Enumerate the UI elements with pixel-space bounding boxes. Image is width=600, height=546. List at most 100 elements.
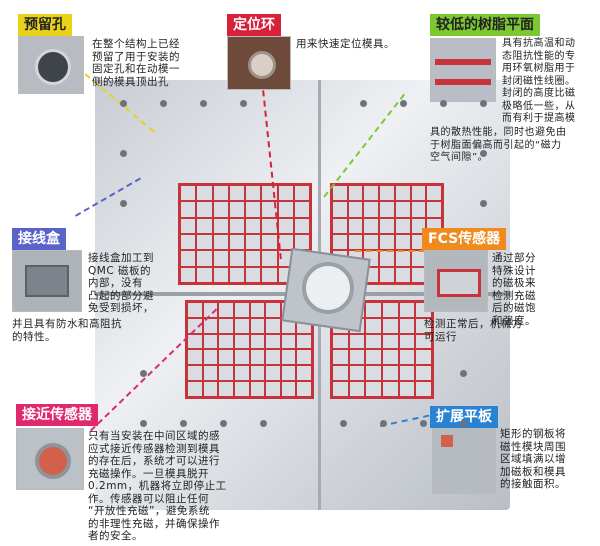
mounting-hole xyxy=(180,420,187,427)
pole-grid-bottom-left xyxy=(185,300,314,399)
mounting-hole xyxy=(360,100,367,107)
magnetic-pole xyxy=(379,185,395,202)
magnetic-pole xyxy=(249,302,266,318)
low-resin-title: 较低的树脂平面 xyxy=(430,14,540,36)
magnetic-pole xyxy=(277,185,294,202)
mounting-hole xyxy=(140,370,147,377)
magnetic-pole xyxy=(332,381,349,397)
magnetic-pole xyxy=(196,234,213,251)
magnetic-pole xyxy=(381,333,399,350)
magnetic-pole xyxy=(249,317,266,334)
magnetic-pole xyxy=(245,185,262,202)
magnetic-pole xyxy=(196,266,213,283)
magnetic-pole xyxy=(347,185,364,202)
magnetic-pole xyxy=(398,365,416,382)
magnetic-pole xyxy=(363,234,380,251)
magnetic-pole xyxy=(228,185,245,202)
resin-groove-icon xyxy=(435,59,491,65)
magnetic-pole xyxy=(228,217,245,234)
magnetic-pole xyxy=(218,302,234,318)
mounting-hole xyxy=(400,100,407,107)
magnetic-pole xyxy=(398,302,416,318)
ring-icon xyxy=(248,51,276,79)
proximity-sensor-title: 接近传感器 xyxy=(16,404,98,426)
magnetic-pole xyxy=(202,381,219,397)
magnetic-pole xyxy=(415,381,432,397)
magnetic-pole xyxy=(180,250,197,267)
magnetic-pole xyxy=(228,201,245,218)
magnetic-pole xyxy=(196,185,213,202)
magnetic-pole xyxy=(347,201,364,218)
extension-plate-icon xyxy=(441,435,453,447)
magnetic-pole xyxy=(180,266,197,283)
magnetic-pole xyxy=(218,381,234,397)
mounting-hole xyxy=(260,420,267,427)
magnetic-pole xyxy=(187,333,203,350)
magnetic-pole xyxy=(415,365,432,382)
magnetic-pole xyxy=(381,349,399,366)
magnetic-pole xyxy=(332,234,348,251)
junction-box-icon xyxy=(25,265,69,297)
magnetic-pole xyxy=(394,250,411,267)
preset-hole-title: 预留孔 xyxy=(18,14,72,36)
magnetic-pole xyxy=(249,381,266,397)
magnetic-pole xyxy=(415,317,432,334)
fcs-sensor-text-wide: 检测正常后，机械方可运行 xyxy=(424,318,523,343)
magnetic-pole xyxy=(265,381,281,397)
magnetic-pole xyxy=(187,302,203,318)
magnetic-pole xyxy=(381,302,399,318)
mounting-hole xyxy=(160,100,167,107)
magnetic-pole xyxy=(379,201,395,218)
magnetic-pole xyxy=(426,201,442,218)
proximity-sensor-text: 只有当安装在中间区域的感应式接近传感器检测到模具的存在后，系统才可以进行充磁操作… xyxy=(88,430,227,542)
magnetic-pole xyxy=(365,317,382,334)
magnetic-pole xyxy=(245,266,262,283)
magnetic-pole xyxy=(228,234,245,251)
magnetic-pole xyxy=(280,381,297,397)
mounting-hole xyxy=(440,100,447,107)
locating-ring-image xyxy=(227,36,291,90)
magnetic-pole xyxy=(365,365,382,382)
magnetic-pole xyxy=(196,217,213,234)
fcs-sensor-title: FCS传感器 xyxy=(422,228,507,250)
magnetic-pole xyxy=(212,250,229,267)
magnetic-pole xyxy=(347,234,364,251)
connector-fcs-sensor xyxy=(355,250,425,252)
magnetic-pole xyxy=(398,349,416,366)
magnetic-pole xyxy=(245,201,262,218)
magnetic-pole xyxy=(261,201,278,218)
mounting-hole xyxy=(120,150,127,157)
magnetic-pole xyxy=(347,217,364,234)
magnetic-pole xyxy=(187,317,203,334)
junction-box-image xyxy=(12,250,82,312)
magnetic-pole xyxy=(410,185,427,202)
magnetic-pole xyxy=(293,185,310,202)
magnetic-pole xyxy=(332,217,348,234)
mounting-hole xyxy=(120,100,127,107)
magnetic-pole xyxy=(233,349,250,366)
magnetic-pole xyxy=(332,349,349,366)
magnetic-pole xyxy=(212,266,229,283)
magnetic-pole xyxy=(398,381,416,397)
magnetic-pole xyxy=(379,234,395,251)
magnetic-pole xyxy=(398,317,416,334)
magnetic-pole xyxy=(261,234,278,251)
magnetic-pole xyxy=(332,185,348,202)
extension-plate-text: 矩形的钢板将磁性模块周围区域填满以增加磁板和模具的接触面积。 xyxy=(500,428,566,490)
magnetic-pole xyxy=(265,317,281,334)
mounting-hole xyxy=(120,200,127,207)
magnetic-pole xyxy=(280,365,297,382)
magnetic-pole xyxy=(233,333,250,350)
locating-ring xyxy=(302,262,354,314)
magnetic-pole xyxy=(218,333,234,350)
magnetic-pole xyxy=(410,201,427,218)
magnetic-pole xyxy=(249,365,266,382)
magnetic-pole xyxy=(379,250,395,267)
locating-ring-title: 定位环 xyxy=(227,14,281,36)
magnetic-pole xyxy=(261,217,278,234)
magnetic-pole xyxy=(394,201,411,218)
magnetic-pole xyxy=(233,317,250,334)
magnetic-pole xyxy=(212,185,229,202)
magnetic-pole xyxy=(212,234,229,251)
magnetic-pole xyxy=(296,381,312,397)
